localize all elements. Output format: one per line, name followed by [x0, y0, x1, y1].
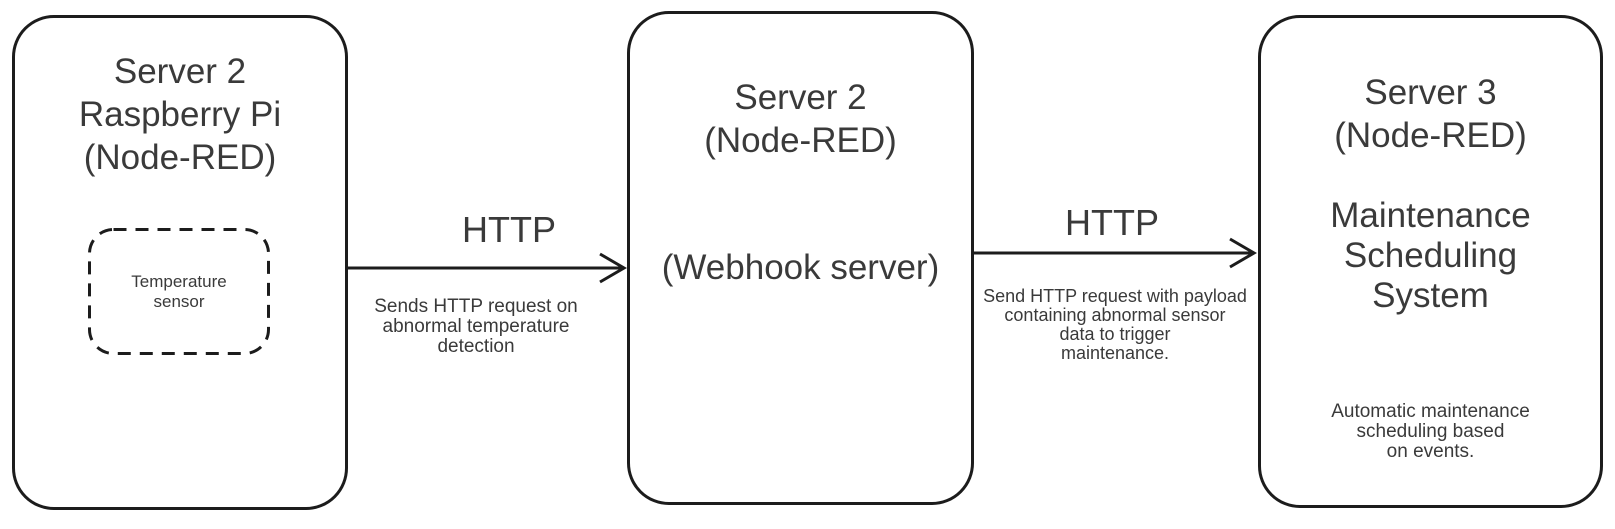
node-server2-raspberry-pi: Server 2 Raspberry Pi (Node-RED) Tempera… [12, 15, 348, 510]
node-title-line: Raspberry Pi [78, 95, 282, 134]
node-role-line: System [1372, 276, 1489, 315]
node-title-line: (Node-RED) [1334, 116, 1527, 155]
connection-protocol-label: HTTP [1065, 202, 1159, 243]
node-title: Server 3 (Node-RED) [1261, 71, 1600, 157]
node-server2-webhook: Server 2 (Node-RED) (Webhook server) [627, 11, 974, 505]
node-title-line: (Node-RED) [704, 121, 897, 160]
node-title: Server 2 (Node-RED) [630, 76, 971, 162]
node-role-line: Scheduling [1343, 236, 1518, 275]
node-title-line: Server 2 [734, 78, 867, 117]
connection-protocol-label: HTTP [462, 209, 556, 250]
node-title-line: Server 2 [113, 52, 247, 91]
node-title: Server 2 Raspberry Pi (Node-RED) [15, 50, 345, 179]
node-server3-maintenance: Server 3 (Node-RED) Maintenance Scheduli… [1258, 15, 1603, 508]
node-note-line: Automatic maintenance [1331, 401, 1530, 422]
node-title-line: Server 3 [1364, 73, 1497, 112]
arrow-pi-to-webhook [348, 252, 627, 284]
connection-description: Sends HTTP request on abnormal temperatu… [374, 296, 578, 357]
node-role: Maintenance Scheduling System [1261, 196, 1600, 316]
temperature-sensor-box: Temperature sensor [88, 228, 270, 355]
node-role-line: Maintenance [1330, 196, 1531, 235]
dashed-border [88, 228, 270, 355]
connection-description: Send HTTP request with payload containin… [983, 286, 1247, 363]
node-note: Automatic maintenance scheduling based o… [1261, 402, 1600, 462]
node-subtitle: (Webhook server) [661, 248, 940, 287]
node-title-line: (Node-RED) [83, 138, 277, 177]
node-note-line: on events. [1386, 441, 1475, 462]
temperature-sensor-label: Temperature sensor [131, 271, 227, 311]
node-note-line: scheduling based [1356, 421, 1505, 442]
